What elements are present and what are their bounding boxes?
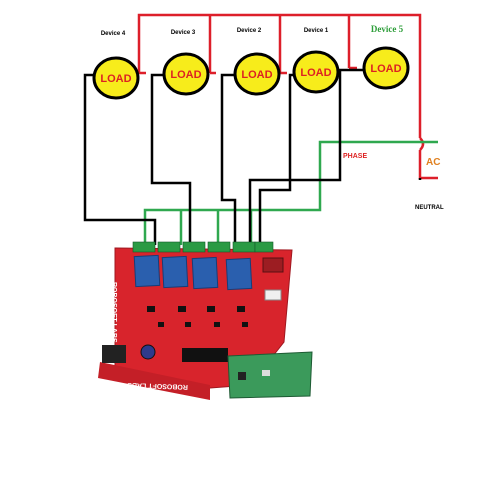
ic-chip bbox=[182, 348, 228, 362]
board-brand-bottom-label: ROBOSOFT LABS bbox=[127, 381, 188, 390]
bulb-5-body bbox=[362, 46, 410, 90]
relay-1 bbox=[133, 254, 161, 288]
diode bbox=[158, 322, 164, 327]
terminal-block bbox=[207, 241, 231, 253]
transistor-row bbox=[147, 306, 248, 327]
bulb-5-load-label: LOAD bbox=[370, 63, 401, 75]
transistor bbox=[147, 306, 155, 312]
terminal-block bbox=[182, 241, 206, 253]
bulb-3-body bbox=[162, 52, 210, 96]
capacitor bbox=[140, 344, 156, 360]
device-4-label: Device 4 bbox=[101, 31, 126, 37]
bulb-device-1: LOAD Device 1 bbox=[292, 28, 340, 94]
bulb-4-body bbox=[92, 56, 140, 100]
bulb-3-load-label: LOAD bbox=[170, 69, 201, 81]
device-5-label: Device 5 bbox=[371, 24, 404, 34]
terminal-block bbox=[157, 241, 181, 253]
rf-module-chip bbox=[262, 370, 270, 376]
bulb-2-load-label: LOAD bbox=[241, 69, 272, 81]
red-ac-jump bbox=[419, 137, 425, 151]
relay-2 bbox=[161, 255, 189, 289]
terminal-block bbox=[232, 241, 256, 253]
black-wire-2 bbox=[220, 73, 240, 245]
transistor bbox=[207, 306, 215, 312]
diode bbox=[242, 322, 248, 327]
rf-module-chip bbox=[238, 372, 246, 380]
bulb-2-body bbox=[233, 52, 281, 96]
relay-3 bbox=[191, 256, 219, 290]
board-brand-label: ROBOSOFT LABS bbox=[110, 282, 117, 343]
green-phase-line bbox=[143, 140, 438, 245]
red-wiring bbox=[137, 13, 438, 180]
black-wire-4 bbox=[83, 73, 157, 245]
relay-board: ROBOSOFT LABS ROBOSOFT LABS bbox=[98, 241, 313, 400]
transistor bbox=[178, 306, 186, 312]
bulb-device-2: LOAD Device 2 bbox=[233, 28, 281, 96]
pcb-lower bbox=[98, 362, 210, 400]
phase-label: PHASE bbox=[343, 153, 367, 160]
bulb-device-3: LOAD Device 3 bbox=[162, 30, 210, 96]
neutral-label: NEUTRAL bbox=[415, 205, 444, 211]
bulb-1-load-label: LOAD bbox=[300, 67, 331, 79]
terminal-strip bbox=[132, 241, 274, 253]
power-jack bbox=[102, 345, 126, 363]
black-wire-1 bbox=[258, 73, 306, 245]
device-1-label: Device 1 bbox=[304, 28, 329, 34]
transistor bbox=[237, 306, 245, 312]
black-wire-3 bbox=[150, 73, 192, 245]
bulb-device-4: LOAD Device 4 bbox=[92, 31, 140, 100]
black-wire-5 bbox=[248, 68, 372, 245]
terminal-block bbox=[254, 241, 274, 253]
diode bbox=[185, 322, 191, 327]
device-2-label: Device 2 bbox=[237, 28, 262, 34]
dc-jack bbox=[262, 257, 284, 273]
bulb-1-body bbox=[292, 50, 340, 94]
relay-4 bbox=[225, 257, 253, 291]
diode bbox=[214, 322, 220, 327]
black-wiring bbox=[83, 68, 422, 245]
ac-label: AC bbox=[426, 157, 440, 168]
header-connector bbox=[264, 289, 282, 301]
terminal-block bbox=[132, 241, 156, 253]
device-3-label: Device 3 bbox=[171, 30, 196, 36]
bulb-4-load-label: LOAD bbox=[100, 73, 131, 85]
bulb-device-5: LOAD Device 5 bbox=[362, 24, 410, 90]
